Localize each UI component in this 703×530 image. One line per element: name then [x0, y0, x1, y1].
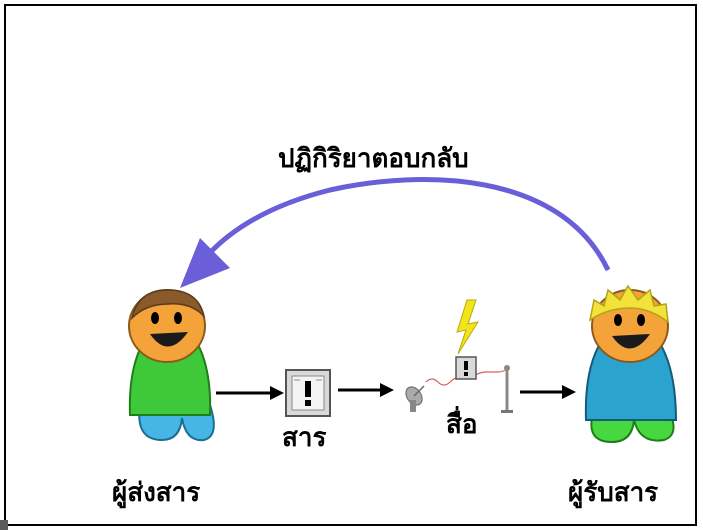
sender-hair	[130, 289, 206, 321]
arrow-sender-to-message	[216, 386, 284, 400]
receiver-figure	[584, 284, 678, 444]
receiver-hair	[588, 284, 669, 324]
corner-mark	[0, 520, 8, 530]
sender-label: ผู้ส่งสาร	[112, 478, 201, 508]
medium-message-icon	[455, 356, 477, 380]
feedback-arrowhead	[180, 238, 230, 288]
arrow-medium-to-receiver	[520, 385, 576, 399]
lightning-icon	[456, 299, 480, 355]
message-label: สาร	[282, 423, 327, 453]
message-box-icon	[285, 369, 331, 417]
satellite-dish-icon	[405, 385, 425, 412]
medium-icon-group	[405, 299, 513, 413]
feedback-arrow	[180, 177, 611, 288]
diagram-frame	[4, 4, 697, 526]
feedback-label: ปฏิกิริยาตอบกลับ	[278, 144, 469, 174]
receiver-label: ผู้รับสาร	[568, 478, 659, 508]
sender-figure	[128, 289, 215, 442]
arrow-message-to-medium	[338, 383, 394, 397]
medium-label: สื่อ	[446, 410, 478, 440]
antenna-pole-icon	[501, 365, 513, 413]
